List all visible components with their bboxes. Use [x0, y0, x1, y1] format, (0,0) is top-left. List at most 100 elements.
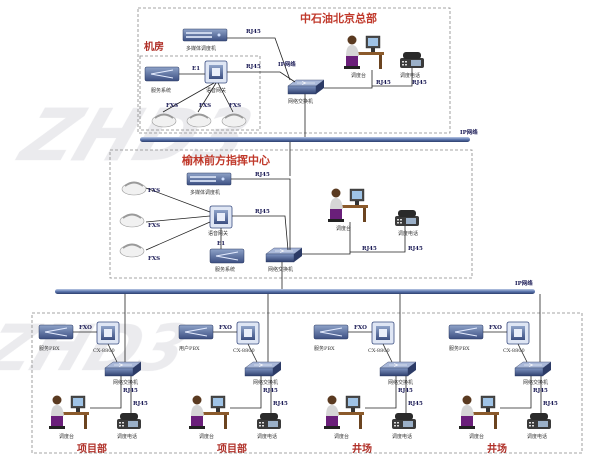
operator-icon [48, 395, 90, 430]
network-switch-icon [244, 361, 282, 377]
fxo-label: FXO [79, 325, 92, 331]
rj45-label: RJ45 [408, 401, 423, 407]
site-phone-label: 调度电话 [527, 433, 547, 440]
yulin-section: 榆林前方指挥中心 多媒体调度机 语音网关 服务系统 网络交换机 调度台 调度电话… [109, 142, 473, 292]
site-gateway-label: CX-8800 [93, 348, 115, 354]
site-gateway-label: CX-8800 [503, 348, 525, 354]
gateway-icon [371, 321, 395, 345]
operator-icon [458, 395, 500, 430]
wire [145, 187, 211, 251]
fax-phone-icon [186, 113, 212, 128]
fxs-label: FXS [166, 103, 178, 109]
fax-system-icon [209, 248, 245, 264]
gateway-icon [96, 321, 120, 345]
operator-icon [327, 188, 369, 223]
wire [382, 343, 393, 363]
wire [372, 68, 413, 87]
fxs-label: FXS [148, 188, 160, 194]
site-name: 井场 [487, 442, 507, 455]
site-gateway-label: CX-8800 [233, 348, 255, 354]
yulin-console-label: 调度台 [336, 225, 351, 232]
site-console-label: 调度台 [199, 433, 214, 440]
gateway-icon [506, 321, 530, 345]
multimedia-dispatcher-icon [182, 28, 228, 42]
hq-phone-label: 调度电话 [400, 72, 420, 79]
gateway-icon [236, 321, 260, 345]
rj45-label: RJ45 [533, 388, 548, 394]
hq-title: 中石油北京总部 [300, 11, 377, 25]
site-name: 井场 [352, 442, 372, 455]
wire [231, 178, 291, 250]
site-console-label: 调度台 [334, 433, 349, 440]
site-phone-label: 调度电话 [257, 433, 277, 440]
wire [350, 226, 406, 253]
yulin-voice-gateway-label: 语音网关 [208, 230, 228, 237]
yulin-switch-label: 网络交换机 [268, 266, 293, 273]
network-switch-icon [379, 361, 417, 377]
fax-system-icon [144, 66, 180, 82]
fxs-label: FXS [199, 103, 211, 109]
rj45-label: RJ45 [408, 246, 423, 252]
wire [227, 71, 296, 83]
site-switch-label: 网络交换机 [253, 379, 278, 386]
rj45-label: RJ45 [255, 172, 270, 178]
wire [162, 82, 234, 113]
network-switch-icon [104, 361, 142, 377]
hq-voice-gateway-label: 语音网关 [206, 87, 226, 94]
pbx-icon [448, 324, 484, 340]
rj45-label: RJ45 [255, 209, 270, 215]
operator-icon [323, 395, 365, 430]
rj45-label: RJ45 [123, 388, 138, 394]
wire [227, 37, 291, 81]
site-pbx-label: 服务PBX [39, 345, 60, 352]
ip-network-label: IP网络 [278, 60, 296, 68]
fxs-label: FXS [148, 256, 160, 262]
voice-gateway-icon [209, 205, 233, 229]
site-name: 项目部 [77, 442, 107, 455]
network-switch-icon [514, 361, 552, 377]
pbx-icon [178, 324, 214, 340]
site-pbx-label: 服务PBX [449, 345, 470, 352]
rj45-label: RJ45 [362, 246, 377, 252]
wire [365, 376, 397, 409]
phone-icon [392, 413, 416, 429]
rj45-label: RJ45 [133, 401, 148, 407]
fxs-label: FXS [229, 103, 241, 109]
fxo-label: FXO [354, 325, 367, 331]
operator-icon [188, 395, 230, 430]
wire [324, 70, 373, 89]
wire [107, 343, 118, 363]
site-switch-label: 网络交换机 [523, 379, 548, 386]
fxo-label: FXO [219, 325, 232, 331]
phone-icon [527, 413, 551, 429]
phone-icon [395, 210, 419, 226]
wire [247, 343, 258, 363]
site-console-label: 调度台 [469, 433, 484, 440]
rj45-label: RJ45 [376, 80, 391, 86]
backbone-ip-label: IP网络 [515, 279, 533, 287]
phone-icon [117, 413, 141, 429]
fax-phone-icon [121, 181, 147, 196]
wire [517, 343, 528, 363]
pbx-icon [313, 324, 349, 340]
hq-fax-system-label: 服务系统 [151, 87, 171, 94]
backbone-ip-label: IP网络 [460, 128, 478, 136]
yulin-fax-system-label: 服务系统 [215, 266, 235, 273]
rj45-label: RJ45 [273, 401, 288, 407]
wire [232, 215, 289, 251]
hq-boundary [137, 7, 451, 134]
site-switch-label: 网络交换机 [388, 379, 413, 386]
e1-label: E1 [192, 66, 200, 72]
network-switch-icon [265, 247, 303, 263]
pbx-icon [38, 324, 74, 340]
rj45-label: RJ45 [263, 388, 278, 394]
room-label: 机房 [144, 40, 164, 53]
wire [302, 222, 351, 255]
hq-console-label: 调度台 [351, 72, 366, 79]
site-gateway-label: CX-8800 [368, 348, 390, 354]
site-console-label: 调度台 [59, 433, 74, 440]
ip-backbone-bus [140, 137, 470, 142]
